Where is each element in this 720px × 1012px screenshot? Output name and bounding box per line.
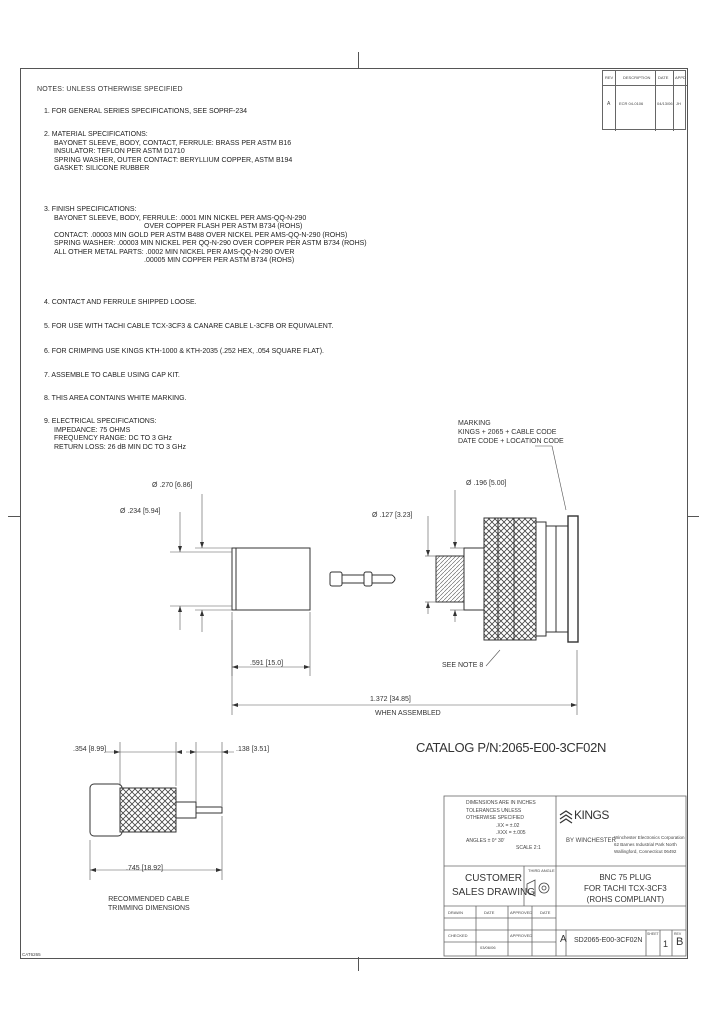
revision-letter: B (676, 936, 684, 948)
sign-value-date: 03/06/06 (480, 945, 496, 950)
rev-label: REV (674, 932, 682, 936)
dim-assembled-length: 1.372 [34.85] (370, 696, 411, 703)
dim-strip-1: .354 [8.99] (73, 746, 107, 753)
rev-header-date: DATE (658, 75, 669, 80)
note-1: 1. FOR GENERAL SERIES SPECIFICATIONS, SE… (44, 108, 248, 115)
dim-strip-3: .745 [18.92] (126, 865, 163, 872)
rev-header-rev: REV (605, 75, 614, 80)
dim-strip-2: .138 [3.51] (236, 746, 270, 753)
note-2: 2. MATERIAL SPECIFICATIONS: BAYONET SLEE… (44, 131, 293, 172)
rev-row-date: 04/13/06 (657, 101, 673, 106)
zone-tick-top (358, 52, 359, 68)
rev-header-appd: APPD (675, 75, 686, 80)
dim-body-inner: Ø .127 [3.23] (372, 512, 413, 519)
sign-header-date-2: DATE (540, 910, 551, 915)
sign-value-checked: CHECKED (448, 933, 468, 938)
ferrule (231, 547, 311, 611)
sheet-label: SHEET (647, 932, 659, 936)
brand-name: KINGS (574, 808, 609, 822)
sign-header-date-1: DATE (484, 910, 495, 915)
dim-ferrule-length: .591 [15.0] (250, 660, 284, 667)
company-address: Winchester Electronics Corporation 62 Ba… (614, 835, 685, 854)
zone-tick-bottom (358, 957, 359, 971)
marking-callout: MARKING KINGS + 2065 + CABLE CODE DATE C… (458, 420, 564, 445)
title-block-lines (443, 795, 687, 957)
sign-header-drawn: DRAWN (448, 910, 463, 915)
cable-trim (89, 783, 223, 837)
company-line: BY WINCHESTER (566, 838, 616, 844)
note-5: 5. FOR USE WITH TACHI CABLE TCX-3CF3 & C… (44, 323, 334, 330)
dim-ferrule-inner: Ø .234 [5.94] (120, 508, 161, 515)
catalog-part-number: CATALOG P/N:2065-E00-3CF02N (416, 740, 607, 755)
third-angle-symbol (526, 879, 550, 897)
note-4: 4. CONTACT AND FERRULE SHIPPED LOOSE. (44, 299, 197, 306)
drawing-number: SD2065-E00-3CF02N (574, 937, 643, 944)
rev-row-rev: A (607, 101, 611, 107)
size-letter: A (560, 934, 567, 945)
kings-logo-mark (559, 810, 573, 824)
part-description: BNC 75 PLUG FOR TACHI TCX-3CF3 (ROHS COM… (584, 873, 667, 904)
note-7: 7. ASSEMBLE TO CABLE USING CAP KIT. (44, 372, 180, 379)
rev-row-appd: JH (676, 101, 681, 106)
note-8: 8. THIS AREA CONTAINS WHITE MARKING. (44, 395, 187, 402)
note-6: 6. FOR CRIMPING USE KINGS KTH-1000 & KTH… (44, 348, 324, 355)
sheet-number: 1 (663, 939, 669, 949)
sign-value-approved: APPROVED (510, 933, 533, 938)
dim-body-outer: Ø .196 [5.00] (466, 480, 507, 487)
drawing-frame (20, 68, 688, 959)
dim-assembled-note: WHEN ASSEMBLED (375, 710, 441, 717)
zone-tick-right (687, 516, 699, 517)
zone-tick-left (8, 516, 20, 517)
note-3: 3. FINISH SPECIFICATIONS: BAYONET SLEEVE… (44, 206, 367, 264)
tolerance-block: DIMENSIONS ARE IN INCHES TOLERANCES UNLE… (466, 800, 541, 851)
dim-ferrule-outer: Ø .270 [6.86] (152, 482, 193, 489)
note-9: 9. ELECTRICAL SPECIFICATIONS: IMPEDANCE:… (44, 418, 186, 451)
revision-table: REV DESCRIPTION DATE APPD A ECR 04-0106 … (602, 70, 687, 131)
rev-header-description: DESCRIPTION (623, 75, 651, 80)
notes-heading: NOTES: UNLESS OTHERWISE SPECIFIED (37, 86, 183, 93)
third-angle-label: THIRD ANGLE (528, 868, 555, 873)
connector-body (435, 515, 579, 643)
contact-pin (329, 571, 396, 587)
dim-see-note: SEE NOTE 8 (442, 662, 484, 669)
sign-header-approved: APPROVED (510, 910, 533, 915)
strip-caption: RECOMMENDED CABLE TRIMMING DIMENSIONS (108, 896, 190, 912)
drawing-type: CUSTOMER SALES DRAWING (452, 873, 535, 898)
corner-code: CAT6265 (22, 952, 41, 957)
rev-row-description: ECR 04-0106 (619, 101, 644, 106)
